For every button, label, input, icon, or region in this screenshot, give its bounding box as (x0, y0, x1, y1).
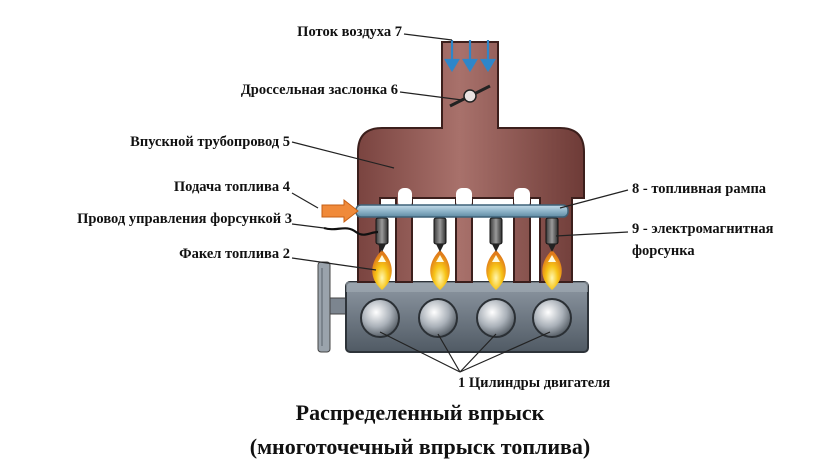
label-injector-line1: 9 - электромагнитная (632, 221, 774, 237)
label-fuel-supply: Подача топлива 4 (173, 179, 290, 195)
flame-2 (430, 250, 450, 290)
cylinder-4 (532, 298, 572, 338)
cylinder-3 (476, 298, 516, 338)
leader-lines (291, 33, 629, 373)
flame-4 (542, 250, 562, 290)
label-fuel-spray: Факел топлива 2 (179, 246, 290, 262)
injectors (375, 217, 559, 252)
cylinder-1 (360, 298, 400, 338)
runner-gaps (398, 188, 530, 208)
label-injector-wire: Провод управления форсункой 3 (77, 211, 292, 227)
cylinder-pistons (360, 298, 572, 338)
throttle-valve (449, 84, 491, 108)
injector-2 (433, 217, 447, 252)
flame-3 (486, 250, 506, 290)
pulley-graphic (317, 261, 349, 353)
fuel-rail (355, 204, 569, 218)
flame-1 (372, 250, 392, 290)
engine-block (345, 281, 589, 353)
label-air-flow: Поток воздуха 7 (297, 24, 402, 40)
fuel-supply-arrow (321, 198, 359, 224)
label-throttle: Дроссельная заслонка 6 (240, 82, 398, 98)
injector-1 (375, 217, 389, 252)
control-wire (323, 226, 379, 236)
diagram-title-line2: (многоточечный впрыск топлива) (249, 434, 591, 459)
label-cylinders: 1 Цилиндры двигателя (458, 375, 611, 391)
label-intake-manifold: Впускной трубопровод 5 (130, 134, 290, 150)
diagram-title-line1: Распределенный впрыск (295, 400, 545, 425)
cylinder-2 (418, 298, 458, 338)
label-fuel-rail: 8 - топливная рампа (632, 181, 767, 197)
label-injector-line2: форсунка (632, 243, 695, 259)
fuel-spray-flames (372, 250, 562, 290)
air-flow-arrows (444, 40, 496, 73)
injector-4 (545, 217, 559, 252)
injector-3 (489, 217, 503, 252)
